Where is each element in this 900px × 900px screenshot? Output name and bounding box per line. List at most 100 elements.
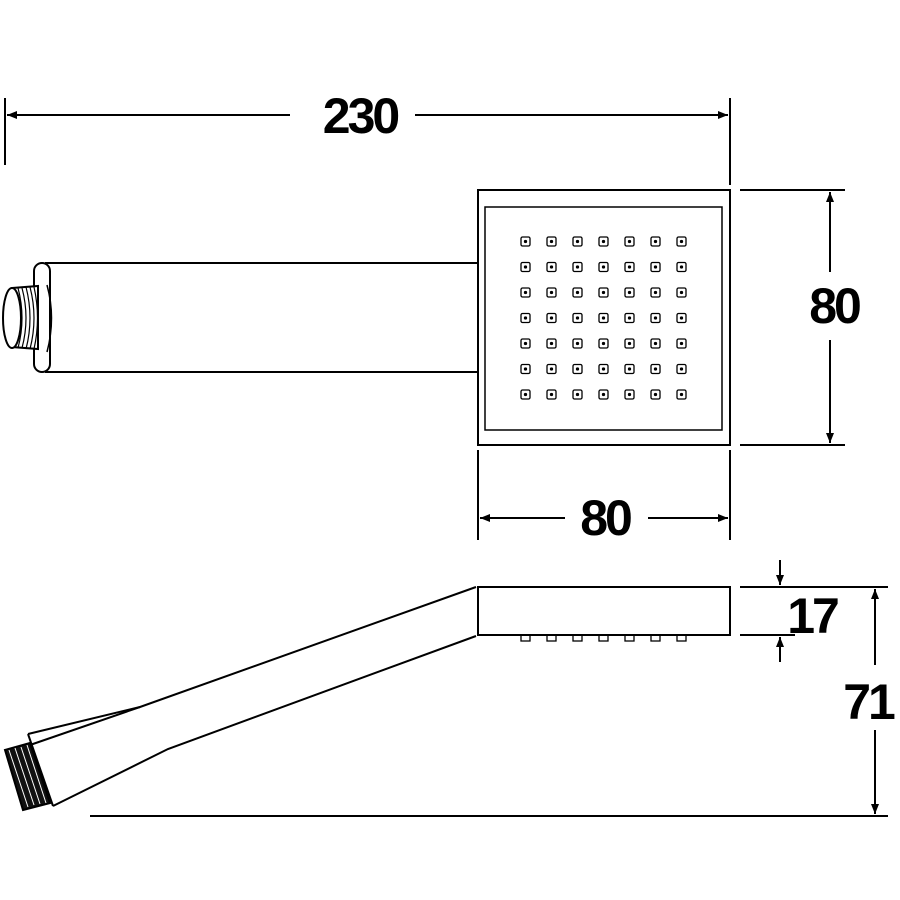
nozzle xyxy=(546,389,557,400)
dimension-80-width xyxy=(477,450,731,540)
nozzle xyxy=(520,312,531,324)
nozzle-hole xyxy=(575,290,580,295)
nozzle-hole xyxy=(523,316,528,320)
nozzle-bump xyxy=(520,634,531,642)
nozzle-hole xyxy=(601,239,606,244)
dimension-label-80-width: 80 xyxy=(580,490,631,546)
nozzle-bump xyxy=(598,634,609,642)
nozzle-hole xyxy=(653,341,658,346)
nozzle xyxy=(520,363,531,375)
nozzle xyxy=(624,338,635,349)
nozzle-hole xyxy=(523,341,528,346)
nozzle xyxy=(598,312,609,324)
nozzle xyxy=(624,389,635,400)
nozzle-hole xyxy=(601,316,606,320)
nozzle xyxy=(520,287,531,298)
nozzle-hole xyxy=(523,290,528,295)
nozzle xyxy=(520,338,531,349)
nozzle xyxy=(624,287,635,298)
nozzle-hole xyxy=(679,392,684,397)
nozzle-bumps xyxy=(520,634,687,642)
nozzle xyxy=(598,338,609,349)
nozzle-hole xyxy=(679,290,684,295)
nozzle xyxy=(650,363,661,375)
dimension-230 xyxy=(4,98,731,185)
nozzle-hole xyxy=(679,341,684,346)
dimension-label-230: 230 xyxy=(323,88,399,144)
nozzle xyxy=(650,312,661,324)
nozzle xyxy=(650,236,661,247)
nozzle-hole xyxy=(679,367,684,371)
nozzle xyxy=(572,338,583,349)
nozzle xyxy=(650,287,661,298)
dimension-label-71: 71 xyxy=(843,674,895,730)
nozzle xyxy=(546,363,557,375)
nozzle-bump xyxy=(572,634,583,642)
nozzle-hole xyxy=(653,239,658,244)
nozzle xyxy=(572,312,583,324)
nozzle xyxy=(546,287,557,298)
nozzle xyxy=(520,236,531,247)
nozzle xyxy=(598,287,609,298)
nozzle-hole xyxy=(601,367,606,371)
connector-side-view xyxy=(3,741,52,812)
nozzle-hole xyxy=(601,392,606,397)
nozzle-hole xyxy=(549,392,554,397)
nozzle xyxy=(676,338,687,349)
nozzle xyxy=(598,236,609,247)
head-top-view xyxy=(477,189,731,446)
nozzle xyxy=(520,389,531,400)
nozzle xyxy=(650,338,661,349)
connector-top-view xyxy=(2,284,39,351)
nozzle-hole xyxy=(627,392,632,397)
nozzle-hole xyxy=(653,316,658,320)
side-view xyxy=(27,586,731,807)
nozzle-hole xyxy=(549,367,554,371)
nozzle-hole xyxy=(575,392,580,397)
nozzle-hole xyxy=(601,290,606,295)
nozzle-hole xyxy=(523,392,528,397)
nozzle-hole xyxy=(679,239,684,244)
nozzle xyxy=(572,363,583,375)
nozzle xyxy=(676,312,687,324)
nozzle xyxy=(546,236,557,247)
dimension-80-height xyxy=(740,189,845,446)
nozzle-hole xyxy=(653,367,658,371)
nozzle-bump xyxy=(650,634,661,642)
nozzle-hole xyxy=(653,265,658,269)
nozzle xyxy=(572,236,583,247)
nozzle-hole xyxy=(627,290,632,295)
nozzle xyxy=(676,261,687,273)
nozzle-hole xyxy=(549,239,554,244)
nozzle-bump xyxy=(624,634,635,642)
nozzle-hole xyxy=(627,316,632,320)
nozzle-hole xyxy=(575,265,580,269)
nozzle xyxy=(546,338,557,349)
nozzle xyxy=(624,312,635,324)
nozzle xyxy=(598,389,609,400)
dimension-label-17: 17 xyxy=(787,588,838,644)
nozzle-hole xyxy=(575,367,580,371)
nozzle-bump xyxy=(676,634,687,642)
nozzle-hole xyxy=(549,290,554,295)
nozzle-grid xyxy=(520,236,687,400)
nozzle-hole xyxy=(549,341,554,346)
nozzle-hole xyxy=(575,316,580,320)
nozzle xyxy=(624,236,635,247)
nozzle xyxy=(572,287,583,298)
nozzle xyxy=(598,261,609,273)
nozzle xyxy=(624,261,635,273)
nozzle-hole xyxy=(627,367,632,371)
nozzle-hole xyxy=(679,265,684,269)
handle-top-view xyxy=(33,262,478,373)
nozzle-hole xyxy=(679,316,684,320)
nozzle-hole xyxy=(575,239,580,244)
nozzle-hole xyxy=(653,290,658,295)
nozzle-hole xyxy=(627,341,632,346)
nozzle xyxy=(520,261,531,273)
nozzle-bump xyxy=(546,634,557,642)
nozzle xyxy=(598,363,609,375)
nozzle xyxy=(572,389,583,400)
